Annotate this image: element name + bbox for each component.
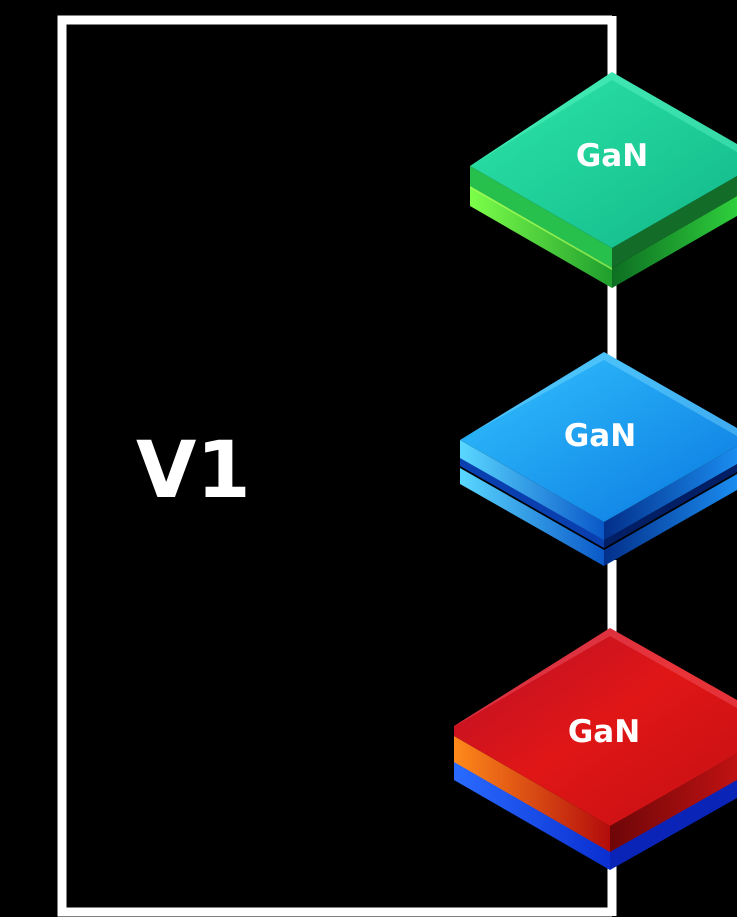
gan-chip-red: GaN <box>454 628 737 870</box>
chip-top-face <box>460 352 737 522</box>
chip-top-face <box>454 628 737 826</box>
gan-chip-blue: GaN <box>460 352 737 566</box>
chip-label: GaN <box>576 138 648 174</box>
chip-top-face <box>470 72 737 248</box>
circuit-wire <box>57 15 612 917</box>
chip-label: GaN <box>564 418 636 454</box>
source-label: V1 <box>136 426 251 516</box>
chip-label: GaN <box>568 714 640 750</box>
gan-chip-green: GaN <box>470 72 737 288</box>
